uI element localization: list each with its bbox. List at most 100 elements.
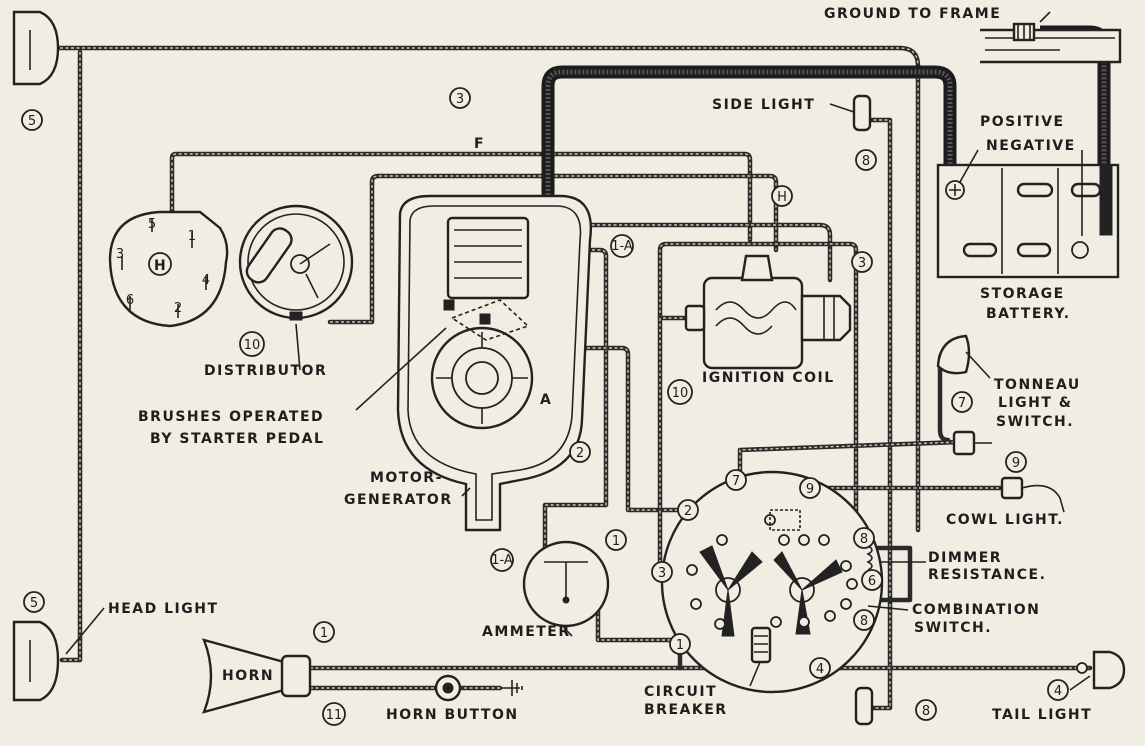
label-terminal-f: F [474,136,485,152]
label-ammeter: AMMETER [482,624,571,640]
label-ground-to-frame: GROUND TO FRAME [824,6,1001,22]
label-circuit: CIRCUIT [644,684,717,700]
label-motor: MOTOR- [370,470,443,486]
ground-frame [980,22,1122,64]
terminal-sw-1: 1 [669,633,691,655]
side-light [852,94,872,132]
labels: GROUND TO FRAME POSITIVE NEGATIVE SIDE L… [108,6,1091,723]
svg-text:5: 5 [28,114,36,129]
svg-text:7: 7 [732,474,740,489]
label-breaker: BREAKER [644,702,728,718]
svg-text:3: 3 [858,256,866,271]
terminal-motor-1a: 1-A [610,234,634,258]
head-light-top [12,10,60,86]
horn [202,638,312,714]
label-terminal-a: A [540,392,552,408]
dist-terminal-3: 3 [116,247,124,262]
svg-text:8: 8 [860,532,868,547]
label-negative: NEGATIVE [986,138,1076,154]
storage-battery [936,163,1120,279]
label-dimmer: DIMMER [928,550,1002,566]
terminal-f-3: 3 [449,87,471,109]
terminal-cowl-9: 9 [1005,451,1027,473]
label-light-and: LIGHT & [998,395,1072,411]
terminal-side-8: 8 [855,149,877,171]
svg-text:10: 10 [244,338,261,353]
leader-lines [65,11,1091,691]
svg-text:10: 10 [672,386,689,401]
svg-text:H: H [777,190,787,205]
terminal-amm-1a: 1-A [490,548,514,572]
svg-text:4: 4 [816,662,824,677]
label-battery: BATTERY. [986,306,1071,322]
svg-text:4: 4 [1054,684,1062,699]
svg-text:1-A: 1-A [611,239,633,254]
label-generator: GENERATOR [344,492,453,508]
svg-text:5: 5 [30,596,38,611]
terminal-sw-2: 2 [677,499,699,521]
dist-terminal-1: 1 [188,229,196,244]
label-horn: HORN [222,668,274,684]
label-distributor: DISTRIBUTOR [204,363,327,379]
tail-light [1076,650,1126,690]
dist-terminal-5: 5 [148,217,156,232]
dimmer-resistance [866,545,873,571]
label-storage: STORAGE [980,286,1065,302]
label-horn-button: HORN BUTTON [386,707,519,723]
svg-text:2: 2 [684,504,692,519]
svg-text:8: 8 [862,154,870,169]
svg-text:1: 1 [320,626,328,641]
label-head-light: HEAD LIGHT [108,601,219,617]
cowl-light [1000,476,1065,513]
label-tonneau: TONNEAU [994,377,1081,393]
terminal-coil-10: 10 [667,379,693,405]
ammeter [522,540,610,628]
circuit-breaker [750,626,772,664]
label-distributor-h: H [154,258,167,274]
svg-text:3: 3 [456,92,464,107]
svg-text:1: 1 [676,638,684,653]
svg-text:8: 8 [860,614,868,629]
terminal-head-top-5: 5 [21,109,43,131]
terminal-sw-7: 7 [725,469,747,491]
svg-text:3: 3 [658,566,666,581]
svg-text:6: 6 [868,574,876,589]
horn-button [434,674,462,702]
label-switch: SWITCH. [996,414,1074,430]
terminal-coil-3: 3 [851,251,873,273]
head-light-bottom [12,620,60,702]
distributor-gauge [238,204,354,321]
svg-text:11: 11 [326,708,343,723]
terminal-sw-8a: 8 [853,527,875,549]
terminal-dist-10: 10 [239,331,265,357]
label-resistance: RESISTANCE. [928,567,1046,583]
terminal-tail-4: 4 [1047,679,1069,701]
label-brushes-operated: BRUSHES OPERATED [138,409,324,425]
distributor [108,210,229,328]
dist-terminal-2: 2 [174,301,182,316]
terminal-sw-9: 9 [799,477,821,499]
terminal-head-bottom-5: 5 [23,591,45,613]
terminal-tonneau-7: 7 [951,391,973,413]
dist-terminal-6: 6 [126,293,134,308]
dist-terminal-4: 4 [202,273,210,288]
terminal-bottom-8: 8 [915,699,937,721]
terminal-horn-1: 1 [313,621,335,643]
svg-text:8: 8 [922,704,930,719]
svg-text:9: 9 [1012,456,1020,471]
svg-text:9: 9 [806,482,814,497]
terminal-amm-1: 1 [605,529,627,551]
side-light-bottom [854,686,874,726]
svg-text:1-A: 1-A [491,553,513,568]
terminal-ign-h: H [771,185,793,207]
terminal-sw-4: 4 [809,657,831,679]
svg-text:2: 2 [576,446,584,461]
ignition-coil [684,254,852,370]
terminal-horn-11: 11 [322,702,346,726]
terminal-sw-8b: 8 [853,609,875,631]
tonneau-light [936,334,992,456]
label-ignition-coil: IGNITION COIL [702,370,835,386]
terminal-sw-6: 6 [861,569,883,591]
label-by-starter-pedal: BY STARTER PEDAL [150,431,324,447]
